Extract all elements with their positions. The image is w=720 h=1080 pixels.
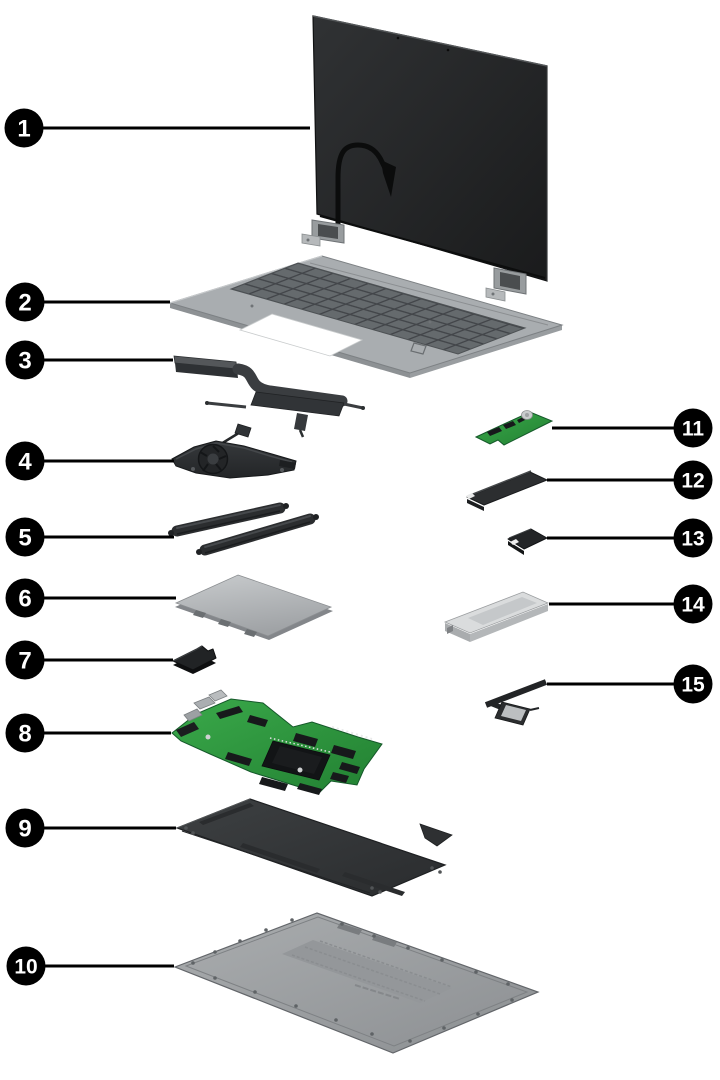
callout-circle bbox=[5, 808, 45, 848]
callout-number: 7 bbox=[18, 648, 31, 675]
vent-area bbox=[282, 940, 452, 1003]
callout-8: 8 bbox=[5, 713, 171, 753]
display-cable bbox=[335, 142, 396, 233]
battery-connector-tab bbox=[419, 823, 453, 847]
callout-number: 14 bbox=[681, 594, 705, 617]
callout-3: 3 bbox=[5, 340, 173, 380]
callout-number: 6 bbox=[18, 586, 31, 613]
callout-circle bbox=[673, 518, 713, 558]
callout-4: 4 bbox=[5, 441, 174, 481]
fan-connector bbox=[234, 423, 252, 438]
callout-2: 2 bbox=[5, 282, 170, 322]
display-hinge-left bbox=[301, 219, 345, 247]
webcam-dot bbox=[446, 48, 450, 52]
callout-15: 15 bbox=[547, 664, 713, 704]
callout-6: 6 bbox=[5, 578, 176, 618]
callout-number: 15 bbox=[681, 674, 705, 697]
callout-number: 13 bbox=[681, 528, 704, 551]
system-board bbox=[171, 689, 383, 795]
shield-slot bbox=[447, 625, 453, 634]
wireless-module bbox=[172, 645, 217, 674]
callout-circle bbox=[5, 578, 45, 618]
callout-number: 1 bbox=[17, 116, 30, 143]
usb-port bbox=[193, 696, 216, 710]
ssd bbox=[466, 470, 548, 511]
callout-number: 9 bbox=[18, 816, 31, 843]
callout-13: 13 bbox=[547, 518, 713, 558]
bottom-cover bbox=[173, 912, 540, 1054]
fpr-sensor bbox=[501, 705, 526, 721]
callout-number: 2 bbox=[18, 290, 31, 317]
drive-shield bbox=[443, 591, 550, 642]
touchpad-cutout bbox=[238, 313, 364, 357]
callout-10: 10 bbox=[6, 946, 174, 986]
callout-14: 14 bbox=[549, 584, 713, 624]
callout-circle bbox=[5, 713, 45, 753]
callout-circle bbox=[5, 441, 45, 481]
fingerprint-reader bbox=[484, 679, 548, 726]
callout-circle bbox=[6, 946, 46, 986]
callout-number: 12 bbox=[681, 470, 704, 493]
callout-number: 5 bbox=[18, 525, 31, 552]
callout-5: 5 bbox=[5, 517, 174, 557]
callout-number: 4 bbox=[18, 449, 32, 476]
callout-1: 1 bbox=[4, 108, 310, 148]
display-assembly bbox=[301, 15, 548, 302]
speakers bbox=[168, 502, 319, 556]
sensor-board bbox=[474, 410, 554, 446]
callout-number: 10 bbox=[14, 956, 37, 979]
screws bbox=[191, 918, 514, 1043]
callout-circle bbox=[4, 108, 44, 148]
fan bbox=[171, 423, 297, 479]
keyboard-top-cover bbox=[168, 255, 564, 378]
webcam-dot bbox=[396, 36, 400, 40]
callout-circle bbox=[673, 460, 713, 500]
display-hinge-right bbox=[485, 267, 527, 302]
fpr-cable bbox=[484, 679, 548, 708]
battery bbox=[175, 798, 453, 897]
callout-number: 3 bbox=[18, 348, 31, 375]
callout-9: 9 bbox=[5, 808, 176, 848]
callout-11: 11 bbox=[552, 408, 713, 448]
callout-12: 12 bbox=[547, 460, 713, 500]
fingerprint-cutout bbox=[410, 342, 427, 355]
touchpad bbox=[174, 574, 333, 640]
callout-circle bbox=[5, 517, 45, 557]
callout-number: 11 bbox=[682, 418, 705, 441]
callout-circle bbox=[5, 282, 45, 322]
callout-circle bbox=[5, 640, 45, 680]
callout-number: 8 bbox=[18, 721, 31, 748]
keyboard-keys bbox=[229, 262, 527, 355]
side-port bbox=[183, 708, 203, 722]
callout-7: 7 bbox=[5, 640, 173, 680]
card-notch bbox=[510, 539, 519, 545]
ssd-screw-notch bbox=[466, 493, 475, 499]
callout-circle bbox=[5, 340, 45, 380]
callout-circle bbox=[673, 408, 713, 448]
heat-sink bbox=[173, 355, 365, 438]
usb-port bbox=[208, 689, 228, 702]
callout-circle bbox=[673, 664, 713, 704]
callout-circle bbox=[673, 584, 713, 624]
